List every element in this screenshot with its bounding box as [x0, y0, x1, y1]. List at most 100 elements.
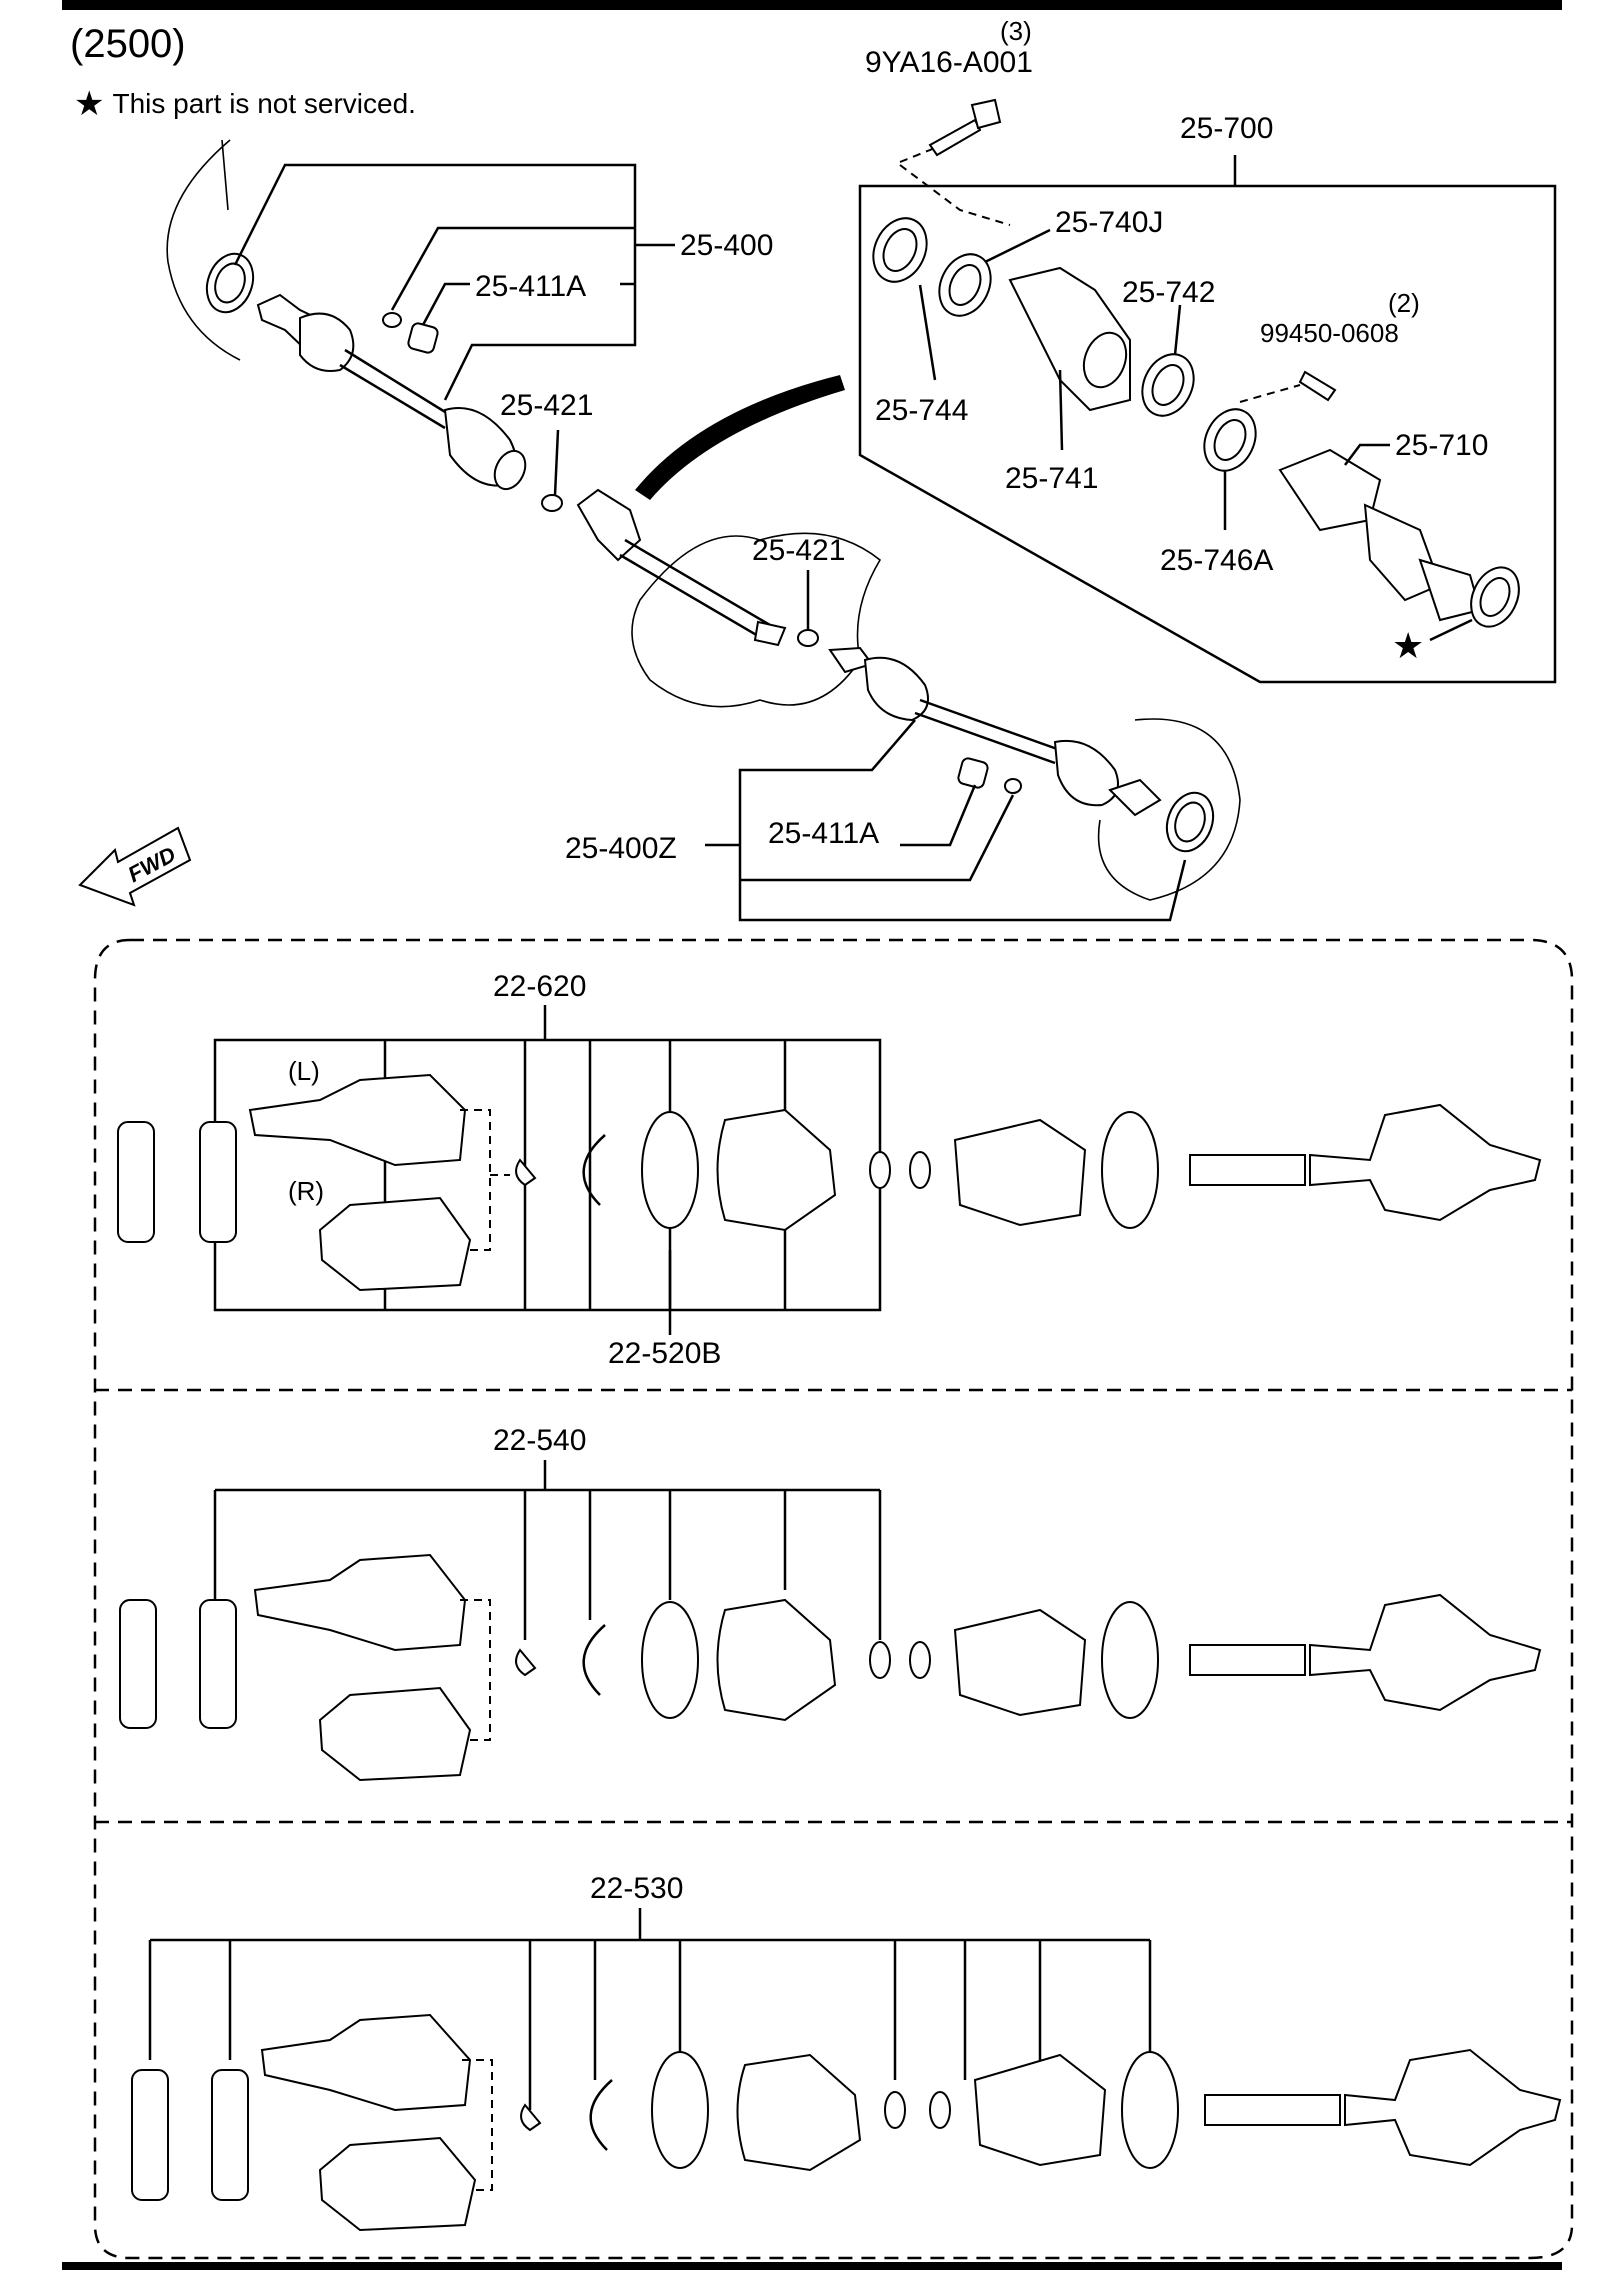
bracket-746a-inner — [1213, 419, 1247, 461]
snap-ring-620 — [515, 1158, 537, 1187]
clamp-530-b — [929, 2091, 951, 2129]
clip-421-lower-label: 25-421 — [752, 534, 845, 567]
bolt-99450 — [1298, 370, 1337, 402]
snap-ring-540 — [515, 1648, 537, 1677]
fwd-arrow-shape — [78, 826, 192, 907]
grease-tube-2a — [119, 1599, 157, 1729]
bearing-742-label: 25-742 — [1122, 276, 1215, 309]
shaft-710-spline — [1278, 448, 1382, 532]
shaft-530 — [1204, 2094, 1341, 2126]
right-drive-shaft — [828, 646, 1162, 817]
circlip-530 — [589, 2079, 613, 2151]
bearing-bracket-box — [858, 98, 1557, 684]
clip-421-upper — [541, 494, 563, 512]
left-inner-cup — [493, 449, 527, 491]
kit-520b-label: 22-520B — [608, 1337, 721, 1370]
left-outer-boot — [299, 312, 355, 372]
circlip-540 — [582, 1624, 606, 1696]
right-outer-boot — [1053, 739, 1119, 807]
star-seal-leader — [1429, 618, 1473, 642]
grease-tube-1a — [117, 1121, 155, 1243]
seal-744-inner — [882, 228, 918, 272]
kit-530-label: 22-530 — [590, 1872, 683, 1905]
intermediate-shaft — [576, 488, 787, 647]
grease-tube-3b — [211, 2069, 249, 2201]
bolt-9ya16 — [928, 118, 982, 157]
bracket-746a-label: 25-746A — [1160, 544, 1273, 577]
bearing-742-leader — [1173, 304, 1182, 356]
shaft-710-body — [1363, 503, 1442, 602]
clamp-620-b — [909, 1151, 931, 1189]
right-clip-ring — [1004, 778, 1022, 794]
left-shaft-label: 25-400 — [680, 229, 773, 262]
boot-band-530 — [651, 2051, 709, 2169]
seal-744-label: 25-744 — [875, 394, 968, 427]
clip-421-upper-label: 25-421 — [500, 389, 593, 422]
clamp-540-b — [909, 1641, 931, 1679]
boot-band-620 — [641, 1111, 699, 1229]
intermediate-shaft-a — [624, 538, 771, 627]
right-clip-kit-label: 25-411A — [768, 817, 879, 850]
shaft-540 — [1189, 1644, 1306, 1676]
not-serviced-note: ★This part is not serviced. — [74, 84, 416, 124]
intermediate-shaft-b — [619, 553, 766, 642]
left-hub-outline — [166, 139, 241, 361]
bolt2-dash-line — [1239, 384, 1301, 403]
left-hub-line — [221, 139, 229, 211]
outer-joint-540 — [1309, 1593, 1542, 1712]
inner-joint-540-b — [318, 1686, 472, 1782]
upper-assembly: FWD — [78, 139, 1241, 922]
kit-row-620: 22-620 22-520B (L) (R) — [117, 970, 1542, 1370]
bolt-qty-label: (3) — [1000, 16, 1032, 46]
outer-boot-530 — [973, 2053, 1107, 2167]
not-serviced-text: This part is not serviced. — [112, 88, 416, 119]
intermediate-spline — [753, 620, 787, 647]
right-hub-outline — [1097, 718, 1241, 901]
left-shaft-leader — [233, 163, 637, 401]
clip-421-upper-leader — [553, 429, 560, 496]
clip-ring-small — [382, 312, 402, 328]
kit-620-label: 22-620 — [493, 970, 586, 1003]
shaft-710-leader — [1344, 443, 1390, 466]
outer-boot-620 — [953, 1118, 1087, 1227]
inner-joint-540-a — [253, 1553, 467, 1652]
bracket-741-leader — [1058, 369, 1064, 451]
left-shaft-bar-a — [344, 348, 451, 417]
fwd-arrow-icon: FWD — [78, 826, 192, 907]
kit-530-joint-bracket — [462, 2059, 493, 2191]
clamp-530-a — [884, 2091, 906, 2129]
clamp-620-a — [869, 1151, 891, 1189]
left-drive-shaft — [256, 293, 527, 491]
clip-kit-leader-a — [390, 226, 635, 311]
shaft-620 — [1189, 1154, 1306, 1186]
snap-ring-530 — [520, 2103, 542, 2132]
assembly-arrow-swoosh — [635, 375, 845, 500]
bolt-dash-line-2 — [899, 164, 1011, 226]
outer-band-530 — [1121, 2051, 1179, 2169]
bolt2-qty-label: (2) — [1388, 288, 1420, 318]
kit-row-530: 22-530 — [131, 1872, 1562, 2232]
right-clip-leader-a — [900, 784, 977, 847]
star-icon: ★ — [74, 85, 105, 123]
kit-row-540: 22-540 — [119, 1424, 1542, 1782]
bearing-742-inner — [1151, 364, 1185, 406]
bearing-bracket-frame — [858, 184, 1557, 684]
right-shaft-bar-a — [919, 698, 1061, 752]
inner-joint-530-b — [318, 2136, 477, 2232]
group-code: (2500) — [70, 22, 186, 66]
bolt2-code-label: 99450-0608 — [1260, 318, 1399, 348]
bottom-rule — [62, 2262, 1562, 2270]
outer-joint-530 — [1344, 2048, 1562, 2167]
inner-joint-right — [318, 1196, 472, 1292]
outer-band-540 — [1101, 1601, 1159, 1719]
right-outer-spline — [1108, 778, 1162, 817]
right-shaft-label: 25-400Z — [565, 832, 677, 865]
bolt-head — [970, 98, 1002, 130]
left-hub-seal-inner — [214, 262, 246, 304]
bolt-code-label: 9YA16-A001 — [865, 46, 1033, 79]
assy-25-700-label: 25-700 — [1180, 112, 1273, 145]
left-shaft-bar-b — [339, 363, 446, 430]
seal-740j-inner — [948, 264, 982, 306]
kit-530-dividers — [148, 1940, 1152, 2110]
bracket-741-bore — [1082, 331, 1128, 389]
